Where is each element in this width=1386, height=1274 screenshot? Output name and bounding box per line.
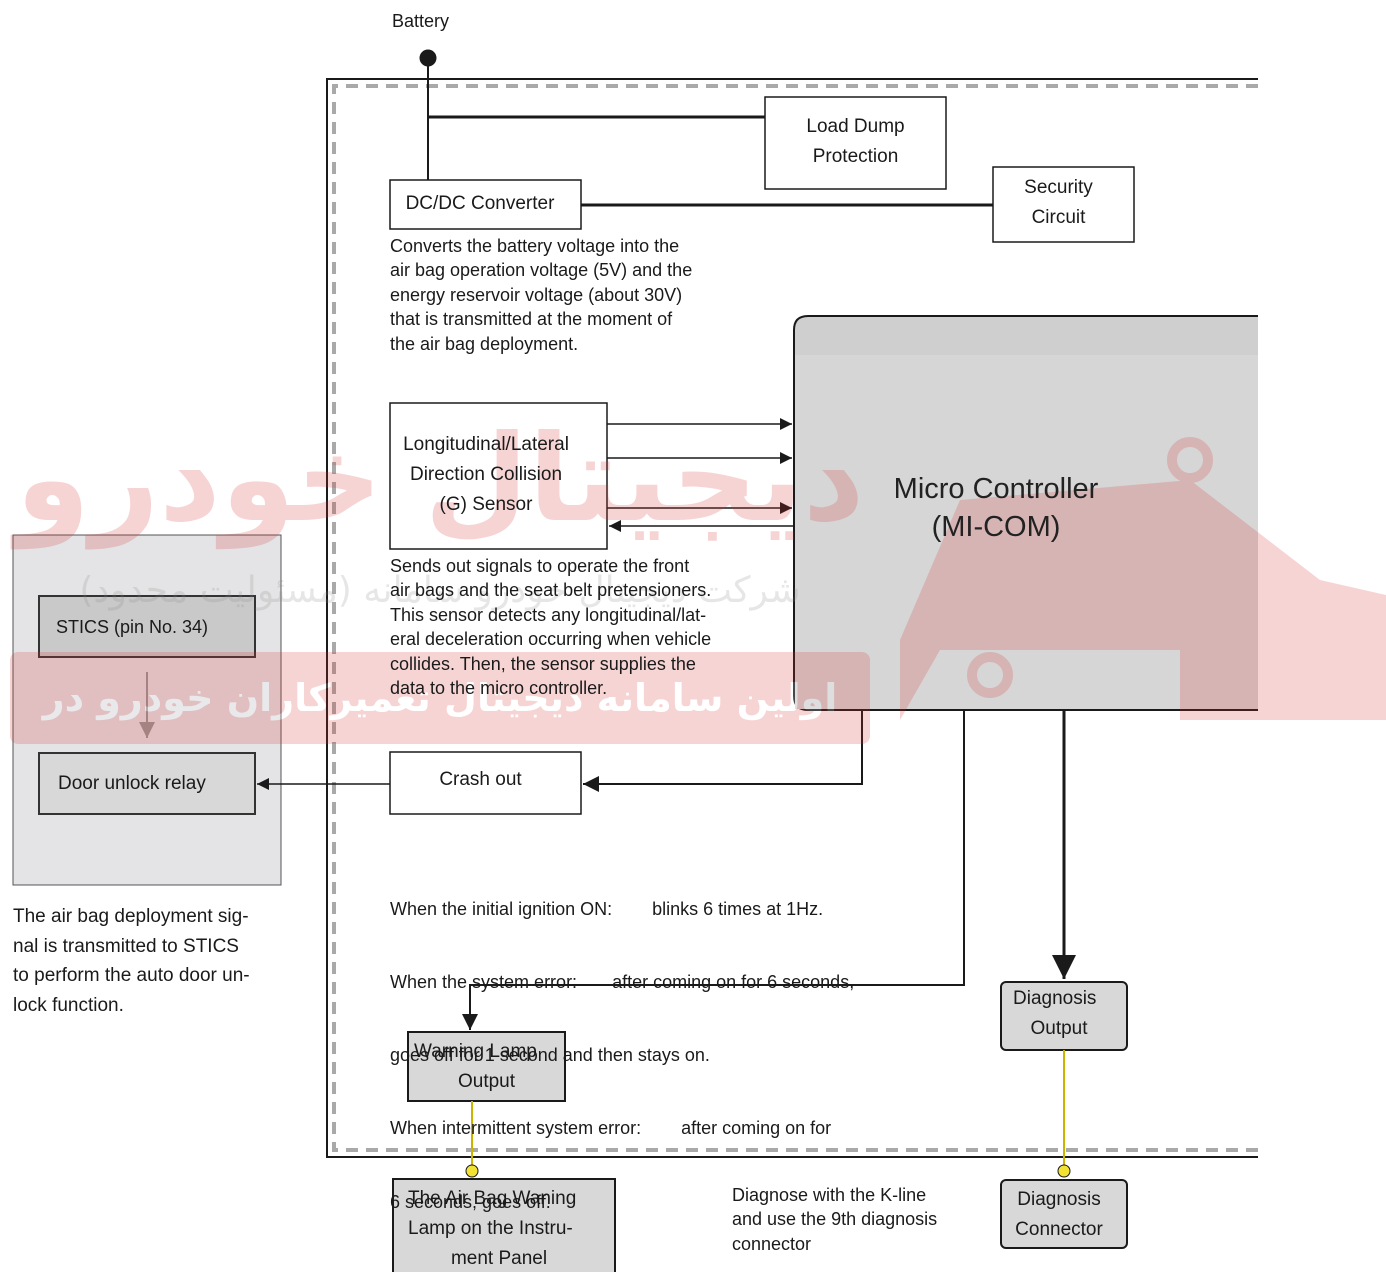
stics-note-line: The air bag deployment sig- xyxy=(13,906,249,927)
diagnosis-connector-line-1: Diagnosis xyxy=(1017,1189,1101,1210)
load-dump-line-2: Protection xyxy=(812,146,899,167)
kline-note-line: and use the 9th diagnosis xyxy=(732,1209,938,1230)
airbag-lamp-line-1: The Air Bag Waning xyxy=(408,1188,577,1209)
sensor-note-line: This sensor detects any longitudinal/lat… xyxy=(390,604,707,625)
diagnosis-connector-box xyxy=(1000,1179,1128,1249)
stics-note-line: nal is transmitted to STICS xyxy=(13,935,239,957)
crash-out-label: Crash out xyxy=(439,769,522,790)
battery-label: Battery xyxy=(392,11,450,31)
module-inner-dashed xyxy=(332,84,1258,1152)
diagnosis-output-line-1: Diagnosis xyxy=(1013,988,1097,1009)
warning-note-line: When intermittent system error: after co… xyxy=(390,1118,832,1139)
load-dump-line-1: Load Dump xyxy=(806,116,905,137)
load-dump-label: Load Dump Protection xyxy=(765,112,946,172)
diagnosis-output-label: Diagnosis Output xyxy=(1001,984,1117,1044)
warning-lamp-line-1: Warning Lamp xyxy=(414,1041,537,1062)
stics-label: STICS (pin No. 34) xyxy=(56,617,209,637)
security-line-1: Security xyxy=(1024,177,1093,198)
kline-note-line: connector xyxy=(732,1233,812,1254)
warning-note-line: 6 seconds, goes off. xyxy=(390,1191,551,1212)
sensor-note-line: collides. Then, the sensor supplies the xyxy=(390,653,696,674)
sensor-note: Sends out signals to operate the front a… xyxy=(390,554,755,700)
diagnosis-wire-terminal xyxy=(1057,1164,1071,1178)
warning-lamp-wire-terminal xyxy=(465,1164,479,1178)
warning-note-line: When the system error: after coming on f… xyxy=(390,972,855,993)
dcdc-note-line: energy reservoir voltage (about 30V) xyxy=(390,284,683,305)
dcdc-note-line: the air bag deployment. xyxy=(390,333,579,354)
kline-note-line: Diagnose with the K-line xyxy=(732,1185,927,1205)
door-relay-label: Door unlock relay xyxy=(58,773,206,794)
stics-pin-box xyxy=(38,595,256,658)
warning-note-line: goes off for 1 second and then stays on. xyxy=(390,1045,710,1066)
g-sensor-line-1: Longitudinal/Lateral xyxy=(403,434,569,455)
warning-lamp-box xyxy=(407,1031,566,1102)
g-sensor-label: Longitudinal/Lateral Direction Collision… xyxy=(390,430,582,520)
stics-note: The air bag deployment sig- nal is trans… xyxy=(13,902,281,1020)
g-sensor-line-3: (G) Sensor xyxy=(439,494,533,515)
micro-controller-label: Micro Controller (MI-COM) xyxy=(866,470,1126,546)
micro-controller-shade xyxy=(795,355,1258,709)
airbag-lamp-line-2: Lamp on the Instru- xyxy=(408,1218,573,1239)
g-sensor-line-2: Direction Collision xyxy=(409,464,563,485)
sensor-note-line: data to the micro controller. xyxy=(390,678,608,699)
warning-lamp-note: When the initial ignition ON: blinks 6 t… xyxy=(390,848,920,1239)
airbag-lamp-box xyxy=(392,1178,616,1272)
stics-note-line: lock function. xyxy=(13,994,124,1016)
dcdc-note-line: air bag operation voltage (5V) and the xyxy=(390,260,693,281)
controller-to-crash-out xyxy=(583,710,863,792)
dcdc-label: DC/DC Converter xyxy=(405,193,555,214)
load-dump-box xyxy=(764,96,947,190)
warning-lamp-label: Warning Lamp Output xyxy=(408,1037,565,1097)
airbag-lamp-line-3: ment Panel xyxy=(450,1248,548,1269)
diagnosis-connector-line-2: Connector xyxy=(1015,1219,1103,1240)
security-label: Security Circuit xyxy=(993,173,1124,233)
security-line-2: Circuit xyxy=(1031,207,1086,228)
dcdc-note: Converts the battery voltage into the ai… xyxy=(390,234,724,356)
sensor-note-line: Sends out signals to operate the front xyxy=(390,556,690,576)
diagnosis-connector-label: Diagnosis Connector xyxy=(1001,1185,1117,1245)
module-boundary xyxy=(326,78,1258,1158)
crash-out-box xyxy=(389,751,582,815)
security-box xyxy=(992,166,1135,243)
controller-to-warning-lamp xyxy=(462,710,965,1030)
airbag-lamp-label: The Air Bag Waning Lamp on the Instru- m… xyxy=(393,1184,615,1274)
kline-note: Diagnose with the K-line and use the 9th… xyxy=(732,1183,975,1256)
stics-note-line: to perform the auto door un- xyxy=(13,965,250,986)
dcdc-note-line: that is transmitted at the moment of xyxy=(390,309,673,330)
g-sensor-box xyxy=(389,402,608,550)
warning-note-line: When the initial ignition ON: blinks 6 t… xyxy=(390,898,824,919)
micro-controller-line-1: Micro Controller xyxy=(893,473,1099,505)
dcdc-note-line: Converts the battery voltage into the xyxy=(390,236,680,256)
sensor-note-line: air bags and the seat belt pretensioners… xyxy=(390,580,712,601)
diagnosis-output-line-2: Output xyxy=(1030,1018,1088,1039)
dcdc-box xyxy=(389,179,582,230)
sensor-note-line: eral deceleration occurring when vehicle xyxy=(390,629,712,650)
micro-controller-line-2: (MI-COM) xyxy=(931,511,1061,543)
door-unlock-relay-box xyxy=(38,752,256,815)
warning-lamp-line-2: Output xyxy=(457,1071,516,1092)
